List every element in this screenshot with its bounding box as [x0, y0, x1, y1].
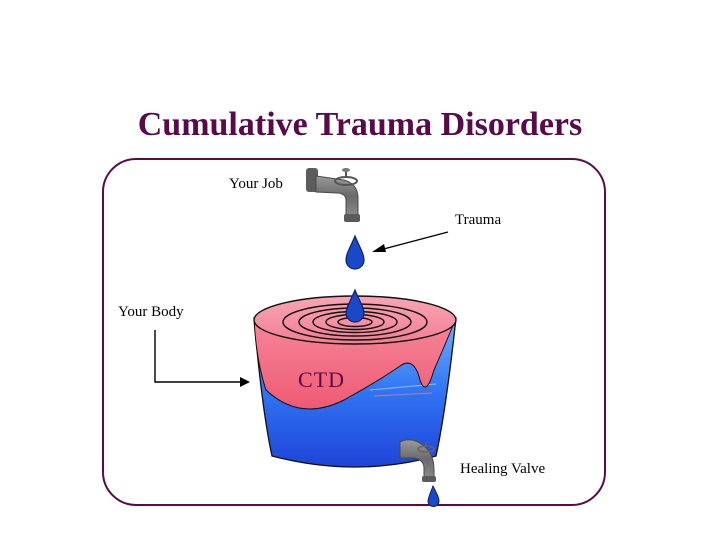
surface-drop-icon — [345, 288, 365, 323]
trauma-label: Trauma — [455, 212, 502, 228]
body-arrow-icon — [154, 330, 250, 387]
your-job-label: Your Job — [229, 176, 283, 192]
healing-valve-label: Healing Valve — [460, 461, 546, 477]
diagram-frame — [102, 158, 606, 506]
drop-icon — [345, 234, 365, 270]
faucet-icon — [306, 168, 360, 222]
bucket-icon — [253, 295, 457, 468]
slide-title: Cumulative Trauma Disorders — [137, 106, 583, 143]
ctd-label: CTD — [298, 367, 345, 392]
trauma-arrow-icon — [372, 231, 449, 252]
your-body-label: Your Body — [118, 304, 184, 320]
valve-drop-icon — [427, 484, 440, 507]
valve-faucet-icon — [399, 439, 436, 482]
